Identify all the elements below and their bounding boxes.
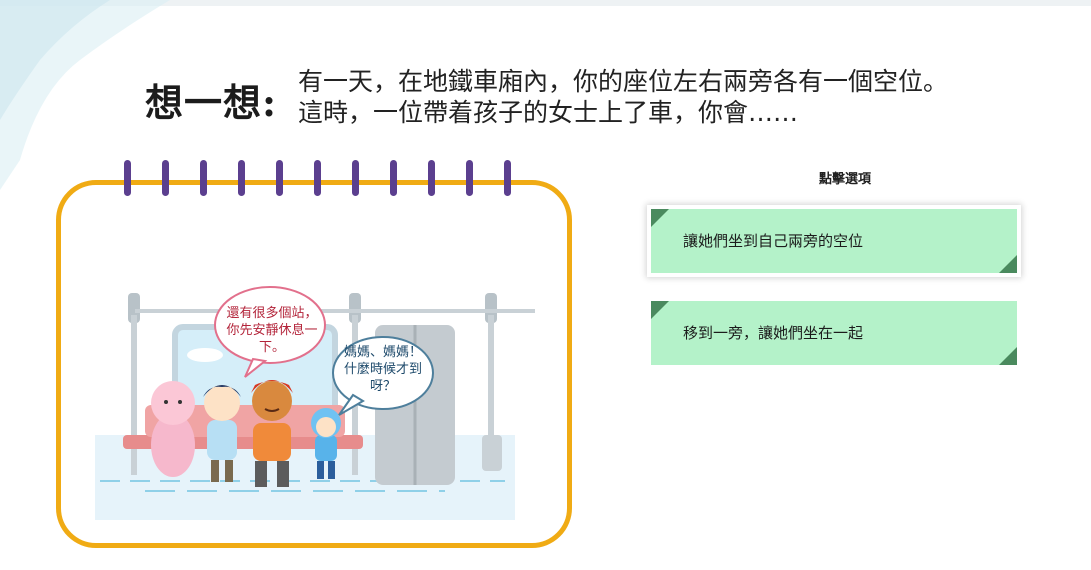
ring-icon [238, 160, 245, 196]
child-speech-bubble [332, 336, 434, 410]
option-button-1[interactable]: 讓她們坐到自己兩旁的空位 [651, 209, 1017, 273]
title-label: 想一想: [145, 80, 278, 125]
corner-watercolor-decoration [0, 0, 170, 190]
corner-tab-icon [651, 301, 669, 319]
ring-icon [314, 160, 321, 196]
ring-icon [466, 160, 473, 196]
handrail-pole [131, 315, 137, 475]
ring-icon [162, 160, 169, 196]
corner-tab-icon [651, 209, 669, 227]
mother-character [151, 381, 195, 477]
corner-tab-icon [999, 255, 1017, 273]
notebook-rings [118, 160, 518, 204]
ring-icon [124, 160, 131, 196]
girl-character [203, 385, 241, 482]
ring-icon [352, 160, 359, 196]
ring-icon [504, 160, 511, 196]
choice-prompt: 點擊選項 [818, 172, 871, 187]
top-strip [0, 0, 1091, 6]
option-label: 移到一旁，讓她們坐在一起 [683, 324, 864, 342]
ring-icon [200, 160, 207, 196]
corner-tab-icon [999, 347, 1017, 365]
handrail-pole [488, 315, 494, 465]
ring-icon [276, 160, 283, 196]
child-character [311, 408, 341, 479]
ring-icon [428, 160, 435, 196]
title-text: 有一天，在地鐵車廂內，你的座位左右兩旁各有一個空位。這時，一位帶着孩子的女士上了… [298, 67, 949, 127]
subway-scene-illustration [95, 286, 535, 520]
man-character [251, 380, 293, 487]
option-button-2[interactable]: 移到一旁，讓她們坐在一起 [651, 301, 1017, 365]
option-label: 讓她們坐到自己兩旁的空位 [683, 232, 864, 250]
mother-speech-text: 還有很多個站，你先安靜休息一下。 [226, 306, 318, 355]
ring-icon [390, 160, 397, 196]
mother-speech-bubble [214, 286, 326, 364]
child-speech-text: 媽媽、媽媽！什麼時候才到呀？ [343, 345, 422, 394]
